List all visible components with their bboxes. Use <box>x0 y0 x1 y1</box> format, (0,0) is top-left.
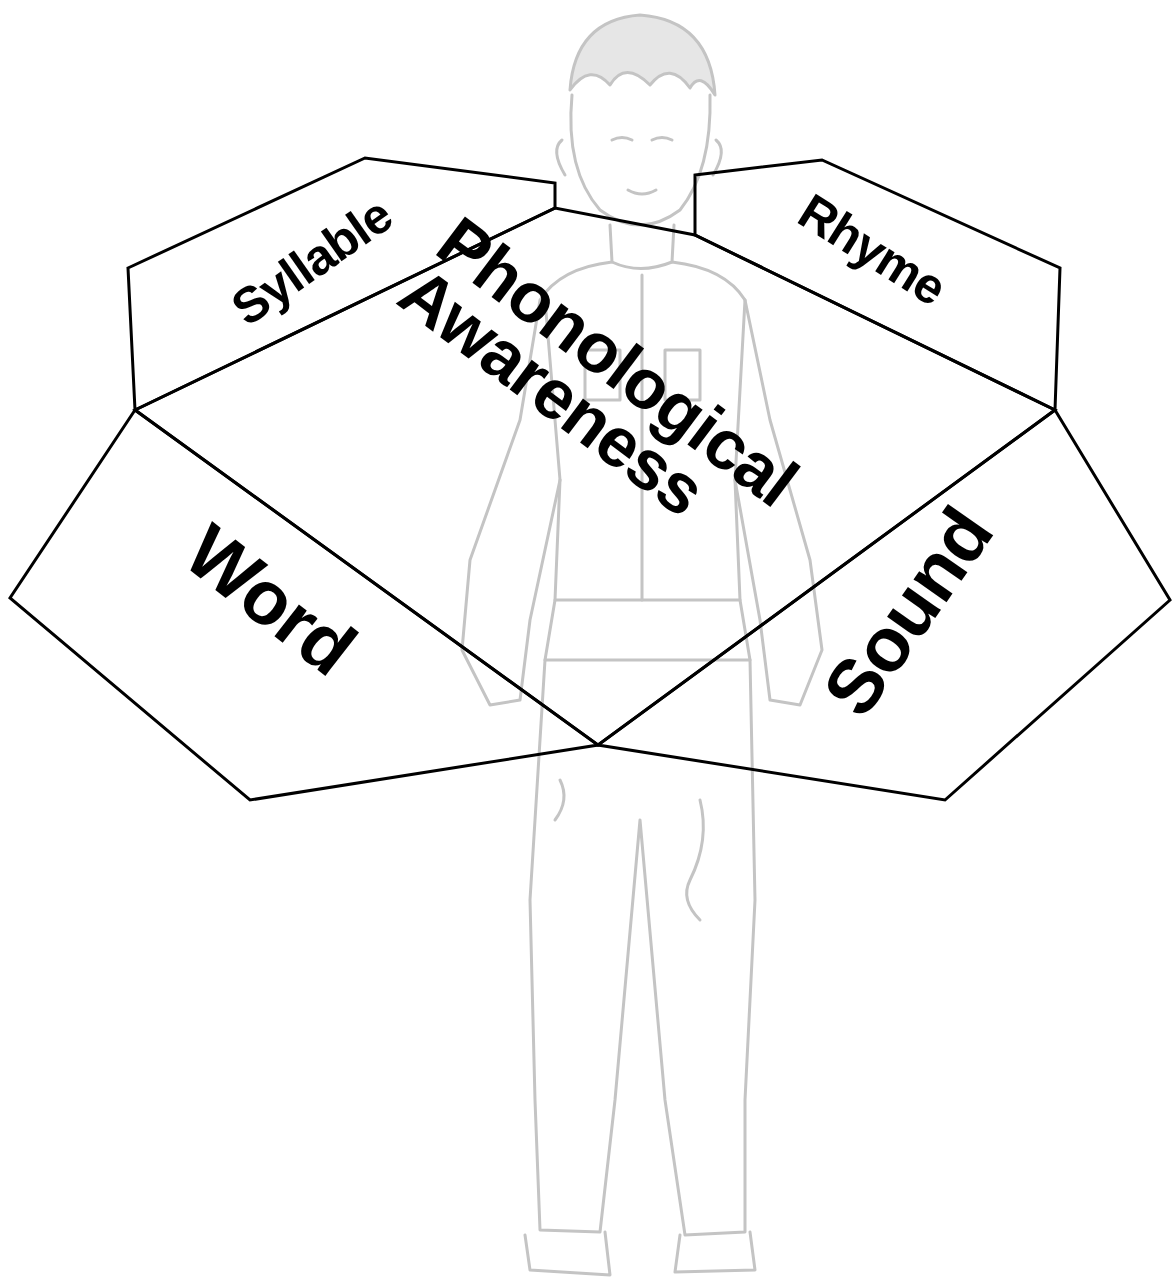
word-panel: Word <box>10 410 598 800</box>
rhyme-panel: Rhyme <box>695 160 1060 410</box>
panel-label: Phonological Awareness <box>389 208 840 591</box>
panel-label: Word <box>175 515 366 685</box>
sound-panel: Sound <box>598 410 1170 800</box>
panel-shape <box>598 410 1170 800</box>
panel-outline <box>695 160 1060 410</box>
panel-shape <box>10 410 598 800</box>
panel-label: Sound <box>814 498 1003 727</box>
panel-shape <box>695 160 1060 410</box>
panel-label: Syllable <box>225 192 399 333</box>
center-diamond: Phonological Awareness <box>135 208 1055 745</box>
panel-shape <box>135 208 1055 745</box>
panel-outline <box>135 208 1055 745</box>
